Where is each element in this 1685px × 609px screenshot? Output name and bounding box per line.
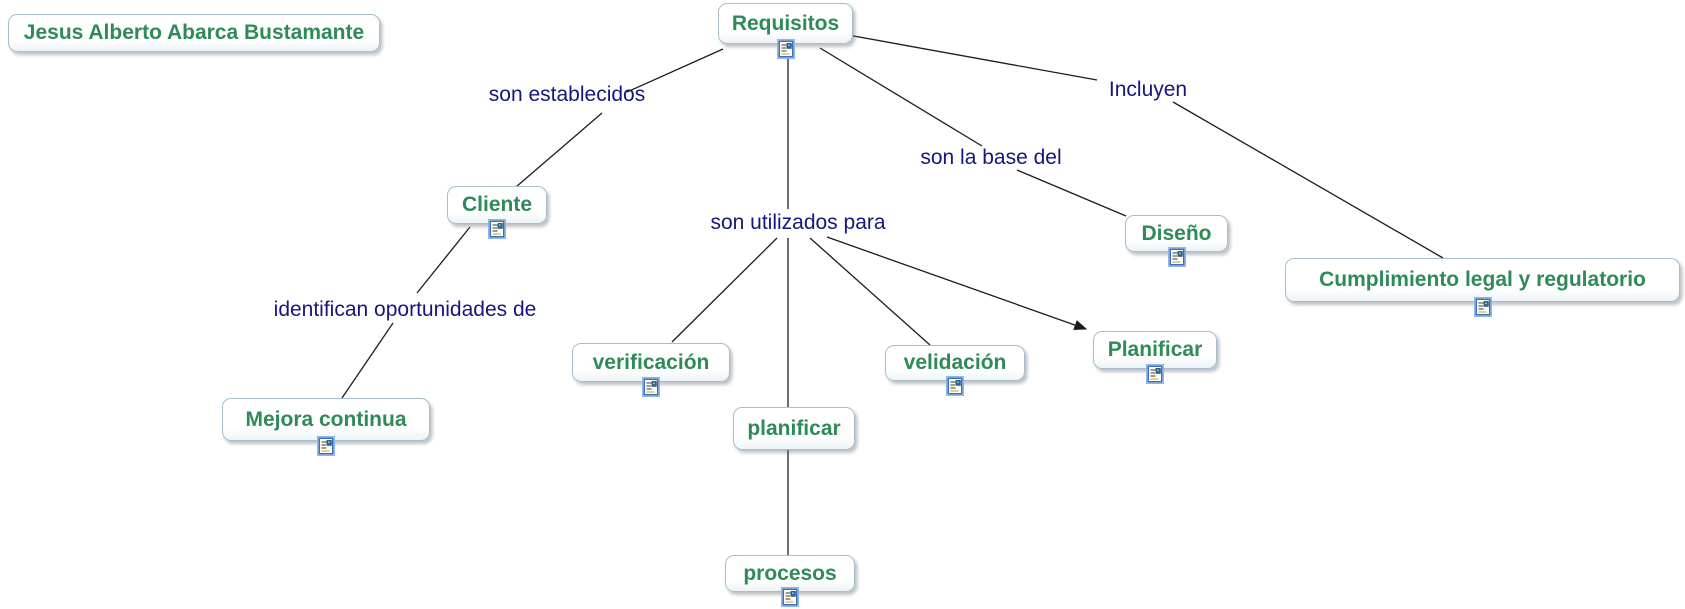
resource-icon[interactable] bbox=[946, 376, 964, 396]
concept-node-label: Requisitos bbox=[731, 11, 840, 35]
connector-line bbox=[626, 48, 724, 93]
link-label-son-la-base-del[interactable]: son la base del bbox=[920, 146, 1062, 169]
connector-line bbox=[341, 322, 394, 399]
concept-node-label: velidación bbox=[903, 351, 1007, 374]
concept-node-procesos[interactable]: procesos bbox=[725, 555, 855, 607]
resource-icon[interactable] bbox=[776, 39, 795, 59]
resource-icon[interactable] bbox=[317, 436, 335, 456]
resource-icon[interactable] bbox=[642, 377, 660, 397]
concept-node-label: Diseño bbox=[1141, 221, 1212, 245]
concept-node-mejora-continua[interactable]: Mejora continua bbox=[222, 398, 430, 456]
resource-icon[interactable] bbox=[1167, 247, 1186, 267]
concept-node-diseno[interactable]: Diseño bbox=[1125, 215, 1228, 267]
connector-line bbox=[416, 226, 471, 294]
connector-line bbox=[1172, 101, 1444, 259]
link-label-son-utilizados-para[interactable]: son utilizados para bbox=[710, 211, 886, 234]
concept-node-label: planificar bbox=[747, 416, 841, 440]
concept-node-label: Cliente bbox=[461, 193, 532, 216]
resource-icon[interactable] bbox=[1146, 364, 1164, 384]
link-label-son-establecidos[interactable]: son establecidos bbox=[488, 83, 646, 106]
connector-line bbox=[809, 237, 931, 346]
concept-node-label: Cumplimiento legal y regulatorio bbox=[1319, 268, 1646, 291]
concept-node-requisitos[interactable]: Requisitos bbox=[718, 3, 853, 59]
resource-icon[interactable] bbox=[1473, 297, 1492, 317]
resource-icon[interactable] bbox=[488, 219, 506, 239]
concept-node-cumplimiento[interactable]: Cumplimiento legal y regulatorio bbox=[1285, 258, 1680, 317]
link-label-incluyen[interactable]: Incluyen bbox=[1108, 78, 1188, 101]
concept-node-label: verificación bbox=[592, 350, 710, 374]
concept-node-planificar-2[interactable]: Planificar bbox=[1093, 331, 1217, 384]
concept-node-author[interactable]: Jesus Alberto Abarca Bustamante bbox=[8, 14, 380, 52]
concept-node-label: Mejora continua bbox=[245, 407, 407, 431]
concept-node-planificar[interactable]: planificar bbox=[733, 407, 855, 450]
connector-line bbox=[1016, 169, 1127, 217]
connector-line bbox=[671, 237, 778, 343]
link-label-identifican-oportunidades[interactable]: identifican oportunidades de bbox=[273, 298, 537, 321]
connector-line bbox=[515, 112, 603, 188]
concept-node-label: Planificar bbox=[1107, 338, 1203, 361]
connector-line bbox=[819, 47, 983, 147]
connector-line bbox=[826, 236, 1088, 330]
concept-node-velidacion[interactable]: velidación bbox=[885, 345, 1025, 396]
resource-icon[interactable] bbox=[781, 587, 799, 607]
concept-node-label: procesos bbox=[743, 561, 837, 585]
concept-node-label: Jesus Alberto Abarca Bustamante bbox=[23, 21, 365, 44]
connector-line bbox=[847, 34, 1098, 81]
concept-node-verificacion[interactable]: verificación bbox=[572, 343, 730, 397]
concept-node-cliente[interactable]: Cliente bbox=[447, 186, 547, 239]
